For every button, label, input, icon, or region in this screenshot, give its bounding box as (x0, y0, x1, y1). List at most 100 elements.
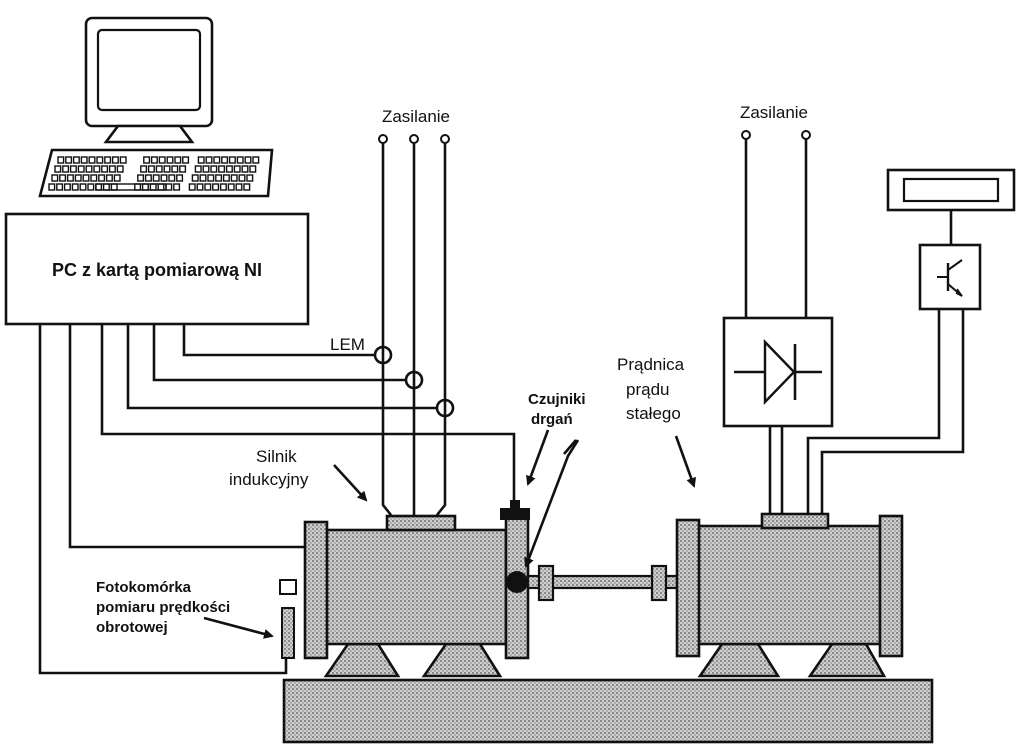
keyboard-key (188, 183, 196, 191)
load-wires (806, 309, 965, 516)
current-sensor-ring-icon (435, 398, 455, 418)
keyboard-key (213, 156, 221, 164)
keyboard-key (233, 165, 241, 173)
keyboard-key (205, 156, 213, 164)
keyboard-key (174, 156, 182, 164)
keyboard-key (140, 165, 148, 173)
keyboard-key (56, 183, 64, 191)
photocell-annotation: Fotokomórka pomiaru prędkości obrotowej (96, 579, 274, 639)
keyboard-key (243, 183, 251, 191)
keyboard-key (59, 174, 67, 182)
keyboard-key (244, 156, 252, 164)
keyboard-key (48, 183, 56, 191)
keyboard-key (93, 165, 101, 173)
keyboard-key (152, 174, 160, 182)
keyboard-key (147, 165, 155, 173)
machine-base (282, 678, 934, 744)
diode-rectifier-icon (722, 316, 834, 428)
keyboard-key (230, 174, 238, 182)
keyboard-key (155, 165, 163, 173)
keyboard-key (113, 174, 121, 182)
induction-motor-annotation: Silnik indukcyjny (229, 447, 368, 502)
dc-generator-label-line3: stałego (626, 404, 681, 423)
keyboard-key (238, 174, 246, 182)
keyboard-key (108, 165, 116, 173)
keyboard-key (197, 156, 205, 164)
keyboard-key (215, 174, 223, 182)
transistor-icon (918, 243, 982, 311)
lem-current-sensors: LEM (330, 335, 455, 418)
keyboard-key (179, 165, 187, 173)
keyboard-key (63, 183, 71, 191)
keyboard-key (65, 156, 73, 164)
keyboard-key (241, 165, 249, 173)
keyboard-key (57, 156, 65, 164)
resistor-load-icon (886, 168, 1016, 245)
keyboard-key (69, 165, 77, 173)
keyboard-key (166, 156, 174, 164)
keyboard-key (160, 174, 168, 182)
keyboard-key (80, 156, 88, 164)
rectifier-to-generator-wires (768, 426, 784, 516)
keyboard-key (210, 165, 218, 173)
pc-label: PC z kartą pomiarową NI (52, 260, 262, 280)
keyboard-key (199, 174, 207, 182)
photocell-label-line3: obrotowej (96, 619, 168, 636)
keyboard-key (204, 183, 212, 191)
computer-monitor-icon (84, 16, 214, 144)
keyboard-key (150, 156, 158, 164)
keyboard-key (219, 183, 227, 191)
keyboard-spacebar (95, 183, 167, 191)
keyboard-key (119, 156, 127, 164)
shaft-coupling (526, 564, 682, 602)
pc-box: PC z kartą pomiarową NI (4, 212, 310, 326)
dc-generator (675, 512, 904, 678)
vibration-sensor-shaft (506, 571, 528, 593)
keyboard-key (202, 165, 210, 173)
keyboard-key (171, 165, 179, 173)
vibration-sensors-label-line2: drgań (531, 411, 573, 428)
keyboard-key (252, 156, 260, 164)
keyboard-key (137, 174, 145, 182)
keyboard-key (144, 174, 152, 182)
keyboard-icon (38, 148, 274, 198)
keyboard-key (221, 156, 229, 164)
keyboard-key (194, 165, 202, 173)
supply-right-label: Zasilanie (740, 103, 808, 122)
keyboard-key (207, 174, 215, 182)
vibration-sensors-label-line1: Czujniki (528, 391, 586, 408)
keyboard-key (143, 156, 151, 164)
keyboard-key (176, 174, 184, 182)
keyboard-key (74, 174, 82, 182)
keyboard-key (79, 183, 87, 191)
supply-right: Zasilanie (740, 103, 811, 318)
photocell-label-line1: Fotokomórka (96, 579, 192, 596)
keyboard-key (158, 156, 166, 164)
keyboard-key (98, 174, 106, 182)
keyboard-key (173, 183, 181, 191)
keyboard-key (62, 165, 70, 173)
keyboard-key (51, 174, 59, 182)
keyboard-key (72, 156, 80, 164)
induction-motor-label-line1: Silnik (256, 447, 297, 466)
keyboard-key (212, 183, 220, 191)
vibration-sensors-annotation: Czujniki drgań (524, 391, 586, 568)
keyboard-key (116, 165, 124, 173)
keyboard-key (235, 183, 243, 191)
keyboard-key (246, 174, 254, 182)
keyboard-key (87, 183, 95, 191)
dc-generator-label-line2: prądu (626, 380, 669, 399)
keyboard-key (66, 174, 74, 182)
photocell-label-line2: pomiaru prędkości (96, 599, 230, 616)
keyboard-key (163, 165, 171, 173)
keyboard-key (105, 174, 113, 182)
keyboard-key (228, 156, 236, 164)
dc-generator-annotation: Prądnica prądu stałego (617, 355, 696, 488)
supply-left: Zasilanie (378, 107, 450, 516)
vibration-sensor-top (500, 500, 530, 520)
induction-motor (279, 514, 530, 678)
induction-motor-label-line2: indukcyjny (229, 470, 309, 489)
keyboard-key (88, 156, 96, 164)
current-sensor-ring-icon (404, 370, 424, 390)
